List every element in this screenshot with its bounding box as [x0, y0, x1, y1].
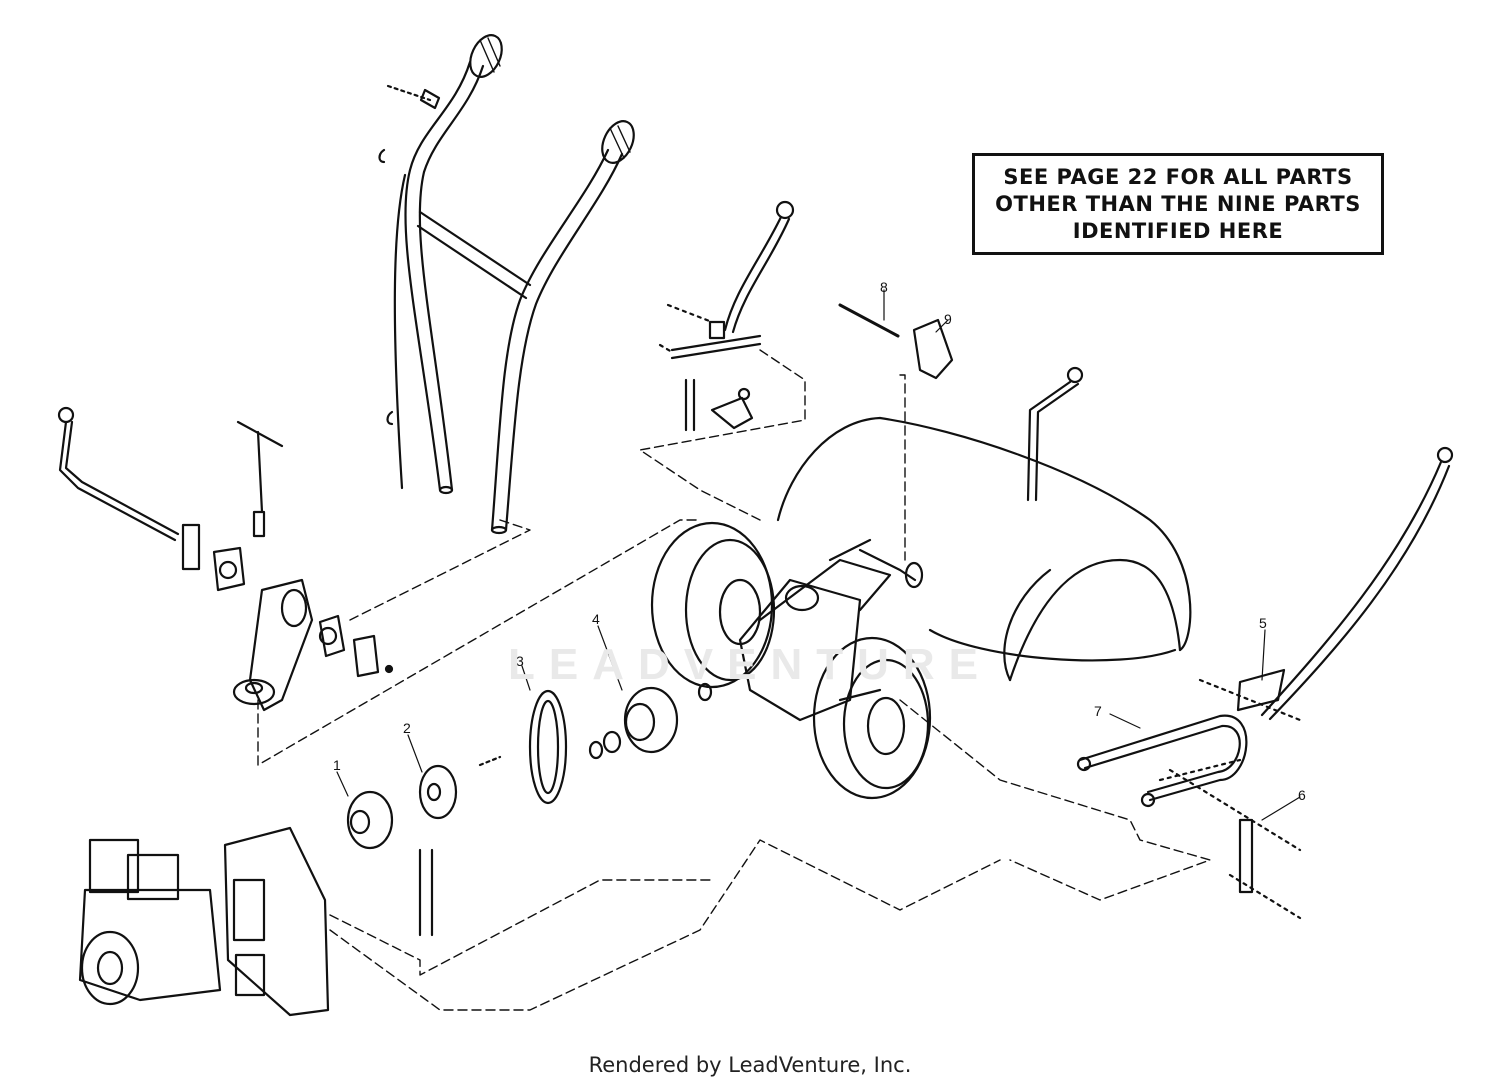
note-line-1: SEE PAGE 22 FOR ALL PARTS: [1003, 164, 1353, 189]
belt-and-pulleys: [346, 682, 713, 850]
note-line-3: IDENTIFIED HERE: [1072, 218, 1284, 243]
engine-and-housing: [78, 826, 1001, 1017]
control-rod-assembly: [639, 200, 806, 521]
pulley-1: [346, 790, 394, 850]
callout-5: 5: [1259, 615, 1267, 631]
grip-right: [601, 120, 635, 164]
callout-1: 1: [333, 757, 341, 773]
control-lever-assembly: [57, 406, 701, 766]
callout-8: 8: [880, 279, 888, 295]
note-line-2: OTHER THAN THE NINE PARTS: [995, 191, 1361, 216]
watermark: LEADVENTURE: [507, 640, 993, 689]
render-credit: Rendered by LeadVenture, Inc.: [588, 1053, 912, 1077]
grip-left: [469, 34, 503, 78]
callout-4: 4: [592, 611, 600, 627]
belt-3: [528, 689, 568, 805]
transmission-and-wheels: [650, 521, 932, 800]
callout-2: 2: [403, 720, 411, 736]
callout-3: 3: [516, 653, 524, 669]
left-wheel: [650, 521, 774, 689]
parts-note: SEE PAGE 22 FOR ALL PARTS OTHER THAN THE…: [972, 153, 1384, 255]
callout-9: 9: [944, 311, 952, 327]
callout-7: 7: [1094, 703, 1102, 719]
callout-labels: 1 2 3 4 5 6 7 8 9: [333, 279, 1306, 803]
pulley-4: [623, 686, 679, 754]
callout-6: 6: [1298, 787, 1306, 803]
right-wheel: [812, 636, 932, 800]
pin-and-clevis: [838, 303, 954, 561]
callout-leaders: [336, 289, 1301, 821]
depth-stake-assembly: [899, 446, 1454, 920]
pulley-2: [418, 764, 458, 820]
handlebar-assembly: [349, 34, 635, 621]
tine-hood: [776, 366, 1192, 682]
